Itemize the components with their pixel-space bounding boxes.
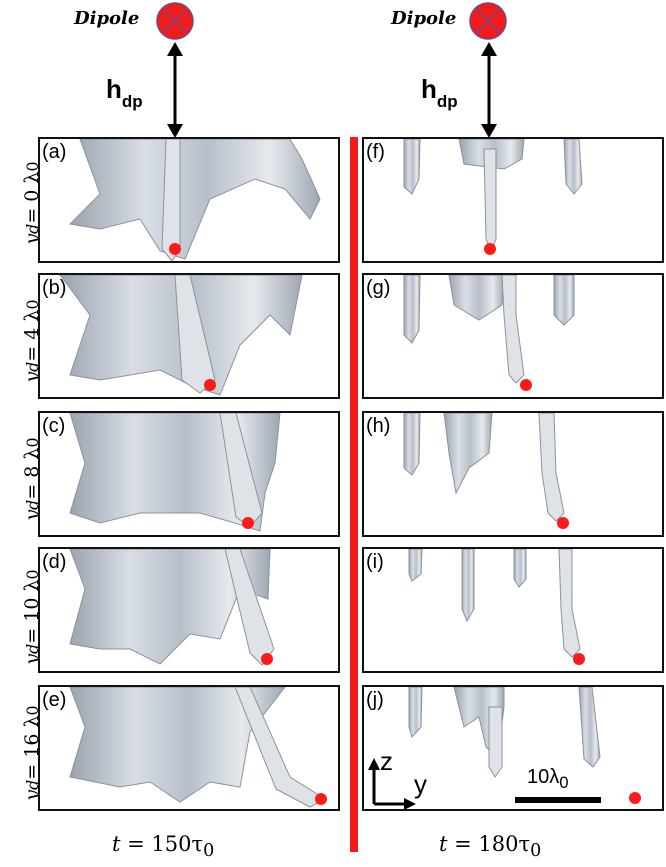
panel-label-i: (i) xyxy=(366,551,384,573)
panel-label-a: (a) xyxy=(42,141,67,163)
panel-j: (j) xyxy=(362,685,664,811)
hdp-label-left: hdp xyxy=(106,74,143,112)
panel-i: (i) xyxy=(362,547,664,673)
panel-e: (e) xyxy=(38,685,340,811)
panel-label-b: (b) xyxy=(42,277,67,299)
axis-y-label: y xyxy=(414,769,427,799)
red-divider xyxy=(350,137,358,852)
dipole-icon-left xyxy=(156,2,194,40)
time-label-left: t = 150τ0 xyxy=(112,832,215,862)
panel-label-j: (j) xyxy=(366,689,384,711)
panel-d: (d) xyxy=(38,547,340,673)
time-label-right: t = 180τ0 xyxy=(439,832,542,862)
scale-bar xyxy=(515,797,601,803)
dipole-label-right: Dipole xyxy=(391,8,457,29)
panel-label-f: (f) xyxy=(366,141,385,163)
panel-label-c: (c) xyxy=(42,415,66,437)
panel-c: (c) xyxy=(38,411,340,537)
panel-a: (a) xyxy=(38,137,340,263)
panel-h: (h) xyxy=(362,411,664,537)
panel-b: (b) xyxy=(38,273,340,399)
hdp-label-right: hdp xyxy=(421,74,458,112)
panel-g: (g) xyxy=(362,273,664,399)
panel-label-e: (e) xyxy=(42,689,67,711)
hdp-arrow-left xyxy=(167,42,183,138)
panel-label-g: (g) xyxy=(366,277,391,299)
dipole-icon-right xyxy=(469,2,507,40)
panel-label-d: (d) xyxy=(42,551,67,573)
axis-z-label: z xyxy=(380,746,393,776)
axes-arrows-icon xyxy=(368,758,416,810)
dipole-label-left: Dipole xyxy=(74,8,140,29)
panel-label-h: (h) xyxy=(366,415,391,437)
scale-bar-label: 10λ0 xyxy=(527,766,569,792)
hdp-arrow-right xyxy=(481,42,497,138)
panel-f: (f) xyxy=(362,137,664,263)
